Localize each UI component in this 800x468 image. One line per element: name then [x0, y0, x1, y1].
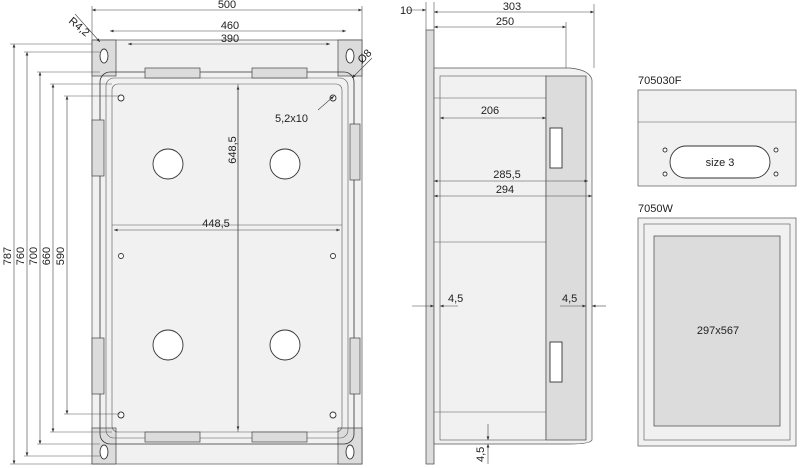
knockout-hole-1 [152, 148, 184, 180]
screw-1 [117, 94, 125, 102]
hinge-left-top [91, 119, 105, 177]
side-hinge-top [549, 127, 563, 169]
screw-3 [117, 411, 125, 419]
dim-depth-250: 250 [496, 16, 514, 28]
front-view: 500 460 390 R4,2 Ø8 5,2x10 648,5 448,5 7… [2, 0, 375, 465]
latch-top-left [144, 67, 201, 79]
dim-h660: 660 [41, 247, 53, 265]
enclosure-rim [105, 77, 349, 439]
slot-bottom-left [99, 444, 109, 460]
enclosure-inner [111, 83, 343, 433]
window-pane [653, 235, 781, 427]
dim-width-460: 460 [221, 20, 239, 32]
dim-285: 285,5 [493, 169, 521, 181]
screw-6 [330, 253, 336, 259]
dim-inner-height: 648,5 [227, 136, 239, 164]
dim-gap-right: 4,5 [562, 293, 577, 305]
hinge-right-bottom [349, 337, 361, 395]
enclosure-back-plate [91, 39, 363, 465]
slot-top-right [345, 48, 355, 64]
dim-overall-width: 500 [218, 0, 236, 11]
latch-top-right [251, 67, 308, 79]
accessory-flange: 705030F size 3 [637, 75, 797, 187]
screw-4 [329, 411, 337, 419]
dim-depth-303: 303 [503, 1, 521, 13]
dim-slot: 5,2x10 [275, 113, 308, 125]
dim-h787: 787 [2, 247, 14, 265]
flange-code: 705030F [638, 75, 682, 87]
dim-inner-width: 448,5 [202, 218, 230, 230]
side-view: 10 303 250 206 285,5 294 4,5 4,5 4,5 [400, 1, 606, 465]
side-hinge-bottom [549, 341, 563, 383]
knockout-hole-4 [269, 329, 301, 361]
accessory-window: 7050W 297x567 [637, 203, 797, 447]
dim-206: 206 [481, 105, 499, 117]
back-wall [425, 29, 435, 465]
slot-top-left [99, 48, 109, 64]
enclosure-body [99, 71, 355, 445]
dim-width-390: 390 [221, 33, 239, 45]
hinge-right-top [349, 123, 361, 181]
hinge-left-bottom [91, 337, 105, 395]
dim-gap-left: 4,5 [448, 293, 463, 305]
window-code: 7050W [638, 203, 673, 215]
dim-h700: 700 [28, 247, 40, 265]
latch-bottom-right [251, 431, 308, 443]
flange-size-label: size 3 [706, 157, 735, 169]
dim-h760: 760 [15, 247, 27, 265]
dim-wall: 10 [400, 5, 412, 17]
window-size-label: 297x567 [697, 325, 739, 337]
dim-h590: 590 [55, 247, 67, 265]
knockout-hole-3 [152, 329, 184, 361]
dim-radius: R4,2 [66, 15, 92, 39]
latch-bottom-left [144, 431, 201, 443]
dim-gap-bottom: 4,5 [475, 447, 487, 462]
slot-bottom-right [345, 444, 355, 460]
screw-2 [329, 94, 337, 102]
knockout-hole-2 [269, 148, 301, 180]
dim-294: 294 [496, 184, 514, 196]
flange-opening [669, 145, 771, 179]
screw-5 [118, 253, 124, 259]
